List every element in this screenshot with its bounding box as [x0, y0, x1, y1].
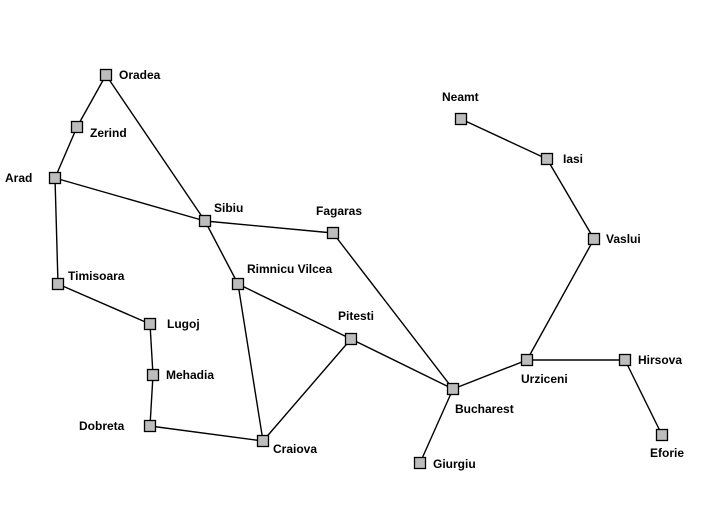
road-vaslui-iasi [546, 158, 595, 240]
road-arad-timisoara [54, 177, 59, 285]
city-label-pitesti: Pitesti [338, 309, 374, 323]
city-label-lugoj: Lugoj [167, 317, 200, 331]
city-node-rimnicu [231, 277, 245, 291]
road-bucharest-urziceni [452, 359, 528, 390]
city-node-dobreta [143, 419, 157, 433]
road-timisoara-lugoj [57, 283, 151, 325]
city-label-timisoara: Timisoara [68, 269, 125, 283]
city-label-arad: Arad [5, 171, 32, 185]
roads-layer [54, 74, 663, 464]
city-label-bucharest: Bucharest [455, 402, 514, 416]
city-node-vaslui [587, 232, 601, 246]
city-node-urziceni [520, 353, 534, 367]
road-iasi-neamt [460, 118, 548, 160]
road-oradea-zerind [76, 74, 107, 128]
road-rimnicu-craiova [237, 283, 264, 442]
city-label-hirsova: Hirsova [638, 353, 682, 367]
road-zerind-arad [54, 126, 78, 179]
road-oradea-sibiu [105, 74, 206, 222]
city-label-rimnicu: Rimnicu Vilcea [247, 262, 332, 276]
road-sibiu-rimnicu [204, 220, 239, 285]
city-node-arad [48, 171, 62, 185]
city-node-craiova [256, 434, 270, 448]
city-label-zerind: Zerind [90, 126, 127, 140]
city-node-hirsova [618, 353, 632, 367]
city-label-oradea: Oradea [119, 68, 161, 82]
city-node-iasi [540, 152, 554, 166]
road-arad-sibiu [54, 177, 206, 222]
road-pitesti-bucharest [350, 338, 454, 390]
city-label-mehadia: Mehadia [166, 368, 214, 382]
city-nodes-layer [48, 68, 669, 470]
city-label-fagaras: Fagaras [316, 204, 362, 218]
city-node-pitesti [344, 332, 358, 346]
city-node-mehadia [146, 368, 160, 382]
road-sibiu-fagaras [204, 220, 334, 234]
road-fagaras-bucharest [332, 232, 454, 390]
city-node-giurgiu [413, 456, 427, 470]
road-lugoj-mehadia [149, 323, 154, 376]
city-label-vaslui: Vaslui [606, 232, 641, 246]
road-urziceni-vaslui [526, 238, 595, 361]
city-label-urziceni: Urziceni [521, 372, 568, 386]
road-rimnicu-pitesti [237, 283, 352, 340]
road-mehadia-dobreta [149, 374, 154, 427]
road-craiova-pitesti [262, 338, 352, 442]
city-label-dobreta: Dobreta [79, 419, 125, 433]
city-label-giurgiu: Giurgiu [433, 457, 476, 471]
city-node-timisoara [51, 277, 65, 291]
city-node-bucharest [446, 382, 460, 396]
city-node-fagaras [326, 226, 340, 240]
road-hirsova-eforie [624, 359, 663, 436]
city-label-iasi: Iasi [563, 152, 583, 166]
city-label-neamt: Neamt [442, 90, 479, 104]
city-label-craiova: Craiova [273, 442, 317, 456]
city-node-eforie [655, 428, 669, 442]
road-bucharest-giurgiu [419, 388, 454, 464]
city-label-sibiu: Sibiu [214, 201, 243, 215]
city-node-zerind [70, 120, 84, 134]
city-node-sibiu [198, 214, 212, 228]
city-label-eforie: Eforie [650, 446, 684, 460]
city-node-lugoj [143, 317, 157, 331]
road-dobreta-craiova [149, 425, 264, 442]
city-node-neamt [454, 112, 468, 126]
city-node-oradea [99, 68, 113, 82]
